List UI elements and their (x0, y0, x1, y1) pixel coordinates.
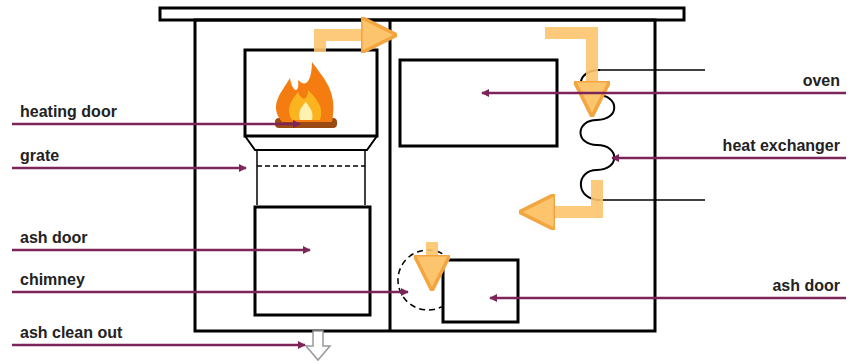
ash-door-right (443, 260, 518, 322)
ash-door-left (255, 207, 370, 315)
grate-wall (256, 150, 258, 205)
pipe (600, 199, 705, 201)
part-label: ash clean out (20, 324, 122, 342)
flame (275, 62, 337, 128)
stove-body (195, 20, 655, 331)
part-label: heat exchanger (723, 137, 840, 155)
grate-wall (364, 150, 366, 205)
grate (257, 165, 365, 167)
grate-funnel (245, 136, 377, 150)
part-label: grate (20, 147, 59, 165)
pipe (600, 69, 705, 71)
part-label: oven (803, 72, 840, 90)
divider (389, 20, 392, 331)
top-plate (160, 8, 684, 20)
part-label: heating door (20, 103, 117, 121)
leader-lines (12, 93, 846, 345)
oven (400, 60, 557, 146)
part-label: ash door (20, 229, 88, 247)
part-label: ash door (772, 277, 840, 295)
clean-out-arrow (306, 331, 330, 360)
heat-flow (320, 33, 597, 262)
part-label: chimney (20, 271, 85, 289)
